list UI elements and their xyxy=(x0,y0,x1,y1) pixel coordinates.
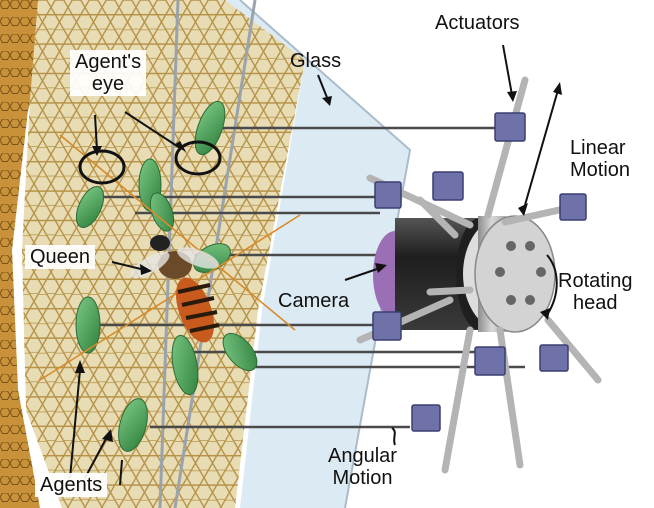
rotating-head-label: Rotating head xyxy=(558,270,633,314)
agents-eye-label-line1: Agent's xyxy=(75,51,141,73)
angular-motion-label: Angular Motion xyxy=(328,445,397,489)
actuator xyxy=(373,312,401,340)
actuator xyxy=(433,172,463,200)
camera-label: Camera xyxy=(278,290,349,312)
linear-motion-label-line2: Motion xyxy=(570,159,630,181)
agents-eye-label: Agent's eye xyxy=(70,50,146,96)
angular-motion-label-line2: Motion xyxy=(332,467,392,489)
rotating-head-label-line2: head xyxy=(573,292,618,314)
actuator xyxy=(475,347,505,375)
actuator xyxy=(560,194,586,220)
actuator xyxy=(540,345,568,371)
actuator xyxy=(412,405,440,431)
agents-eye-label-line2: eye xyxy=(92,73,124,95)
agents-label: Agents xyxy=(35,473,107,497)
actuator xyxy=(375,182,401,208)
linear-motion-label: Linear Motion xyxy=(570,137,630,181)
queen-label: Queen xyxy=(25,245,95,269)
linear-motion-label-line1: Linear xyxy=(570,137,626,159)
angular-motion-label-line1: Angular xyxy=(328,445,397,467)
actuator xyxy=(495,113,525,141)
glass-label: Glass xyxy=(290,50,341,72)
rotating-head-label-line1: Rotating xyxy=(558,270,633,292)
actuators-label: Actuators xyxy=(435,12,519,34)
